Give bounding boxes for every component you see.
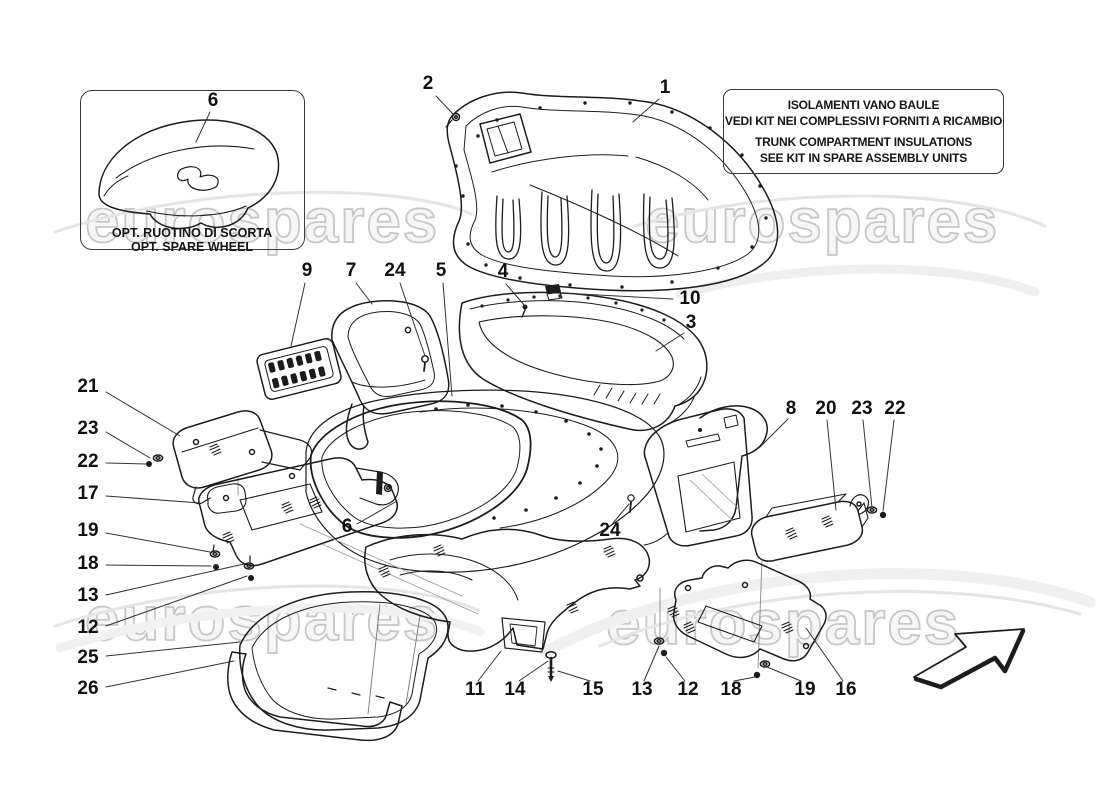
callout-line	[655, 332, 685, 352]
vent-grille-drawing	[256, 337, 342, 401]
part-number-label: 16	[835, 679, 857, 700]
part-number-label: 4	[497, 261, 509, 282]
bracket-21-drawing	[146, 410, 313, 505]
part-number-label: 8	[785, 398, 797, 419]
callout-line	[733, 676, 756, 682]
spare-wheel-inset-box	[80, 90, 305, 250]
trunk-sill-trim-drawing	[458, 284, 708, 431]
part-number-label: 2	[422, 73, 434, 94]
callout-line	[105, 660, 235, 688]
callout-line	[862, 419, 873, 509]
part-number-label: 17	[77, 483, 99, 504]
part-number-label: 13	[631, 679, 653, 700]
inset-caption-italian: OPT. RUOTINO DI SCORTA	[111, 226, 273, 240]
part-number-label: 5	[435, 260, 447, 281]
part-number-label: 13	[77, 585, 99, 606]
part-number-label: 18	[77, 553, 99, 574]
callout-line	[105, 563, 245, 596]
callout-line	[477, 650, 502, 682]
callout-line	[105, 462, 147, 465]
part-number-label: 15	[582, 679, 604, 700]
trunk-carpet-drawing	[309, 400, 532, 539]
callout-line	[612, 503, 630, 524]
part-number-label: 18	[720, 679, 742, 700]
part-number-label: 24	[384, 260, 406, 281]
part-number-label: 3	[685, 312, 697, 333]
part-number-label: 12	[77, 617, 99, 638]
callout-line	[105, 575, 248, 627]
side-panel-8-drawing	[643, 405, 768, 547]
trunk-lid-insulation-drawing	[445, 91, 779, 292]
part-number-label: 10	[679, 288, 701, 309]
part-number-label: 1	[659, 77, 671, 98]
trunk-floor-panel-drawing	[305, 389, 665, 573]
callout-line	[355, 282, 373, 305]
callout-line	[882, 419, 895, 512]
callout-line	[105, 641, 241, 657]
callout-line	[105, 495, 201, 504]
note-line-english-1: TRUNK COMPARTMENT INSULATIONS	[754, 135, 973, 149]
part-number-label: 11	[464, 679, 486, 700]
callout-line	[195, 111, 211, 143]
part-number-label: 7	[345, 260, 357, 281]
callout-line	[105, 564, 212, 567]
part-number-label: 6	[207, 90, 219, 111]
part-number-label: 22	[884, 398, 906, 419]
part-number-label: 23	[851, 398, 873, 419]
note-line-italian-1: ISOLAMENTI VANO BAULE	[787, 98, 940, 112]
part-number-label: 22	[77, 451, 99, 472]
callout-line	[105, 431, 151, 459]
callout-line	[105, 391, 181, 437]
part-number-label: 19	[77, 520, 99, 541]
callout-line	[557, 670, 591, 682]
callout-line	[290, 282, 306, 347]
part-number-label: 20	[815, 398, 837, 419]
callout-line	[435, 95, 454, 115]
callout-line	[356, 500, 398, 525]
heat-shield-drawing	[364, 528, 661, 682]
part-number-label: 12	[677, 679, 699, 700]
insulation-note-box: ISOLAMENTI VANO BAULE VEDI KIT NEI COMPL…	[723, 89, 1004, 174]
part-number-label: 26	[77, 678, 99, 699]
callout-line	[665, 656, 686, 682]
part-number-label: 21	[77, 376, 99, 397]
direction-arrow	[913, 628, 1026, 690]
callout-line	[442, 282, 453, 397]
bracket-17-drawing	[198, 457, 479, 615]
liner-rim-strip	[227, 651, 403, 742]
clip-10	[545, 284, 561, 294]
part-number-label: 9	[301, 260, 313, 281]
callout-line	[560, 292, 674, 300]
note-line-italian-2: VEDI KIT NEI COMPLESSIVI FORNITI A RICAM…	[724, 114, 1003, 128]
callout-line	[766, 666, 802, 682]
part-number-label: 24	[599, 520, 621, 541]
callout-line	[643, 645, 660, 682]
callout-line	[399, 282, 426, 357]
part-number-label: 23	[77, 418, 99, 439]
rivet-dots	[454, 101, 768, 289]
part-number-label: 25	[77, 647, 99, 668]
callout-line	[758, 418, 789, 449]
callout-line	[632, 98, 660, 123]
swoosh-curves	[53, 190, 1096, 658]
watermark-eurospares: eurospares	[84, 186, 440, 257]
note-line-english-2: SEE KIT IN SPARE ASSEMBLY UNITS	[759, 151, 968, 165]
callout-lines	[105, 95, 895, 688]
part-number-label: 14	[504, 679, 526, 700]
undertray-drawing	[653, 559, 827, 679]
callout-line	[518, 660, 549, 682]
callout-line	[105, 532, 211, 553]
callout-line	[826, 419, 837, 511]
wheel-well-liner-drawing	[227, 590, 449, 742]
callout-line	[505, 283, 526, 307]
part-number-label: 6	[341, 516, 353, 537]
callout-line	[805, 627, 844, 682]
part-number-label: 19	[794, 679, 816, 700]
inset-caption-english: OPT. SPARE WHEEL	[130, 240, 253, 254]
spare-wheel-cover-drawing	[98, 119, 280, 230]
